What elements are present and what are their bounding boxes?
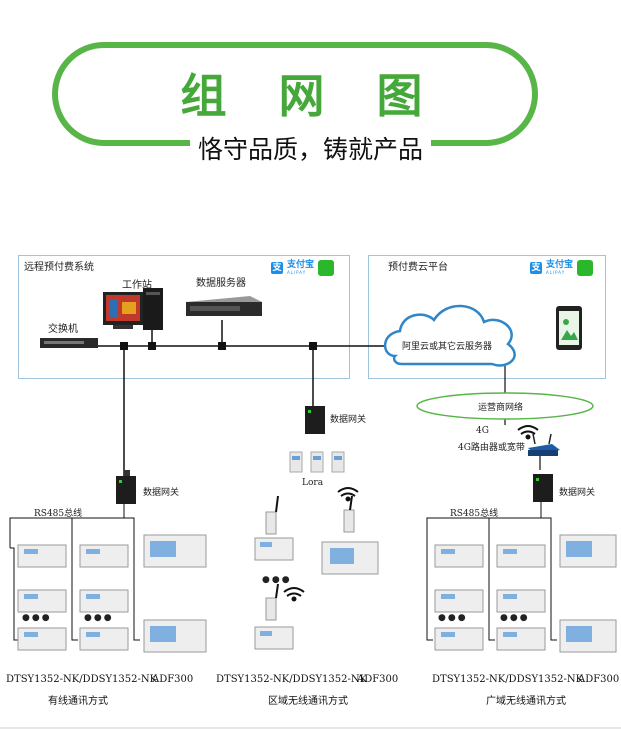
operator-network-label: 运营商网络 [478, 403, 524, 413]
din-meter [496, 544, 546, 568]
ellipsis-dots: ●●● [262, 575, 292, 585]
meter-models-label: DTSY1352-NK/DDSY1352-NK [432, 674, 584, 685]
cloud-platform-title: 预付费云平台 [388, 262, 448, 273]
wechat-icon [577, 260, 594, 276]
din-meter [254, 537, 294, 561]
operator-network-ellipse [416, 392, 594, 420]
gateway-label: 数据网关 [143, 488, 180, 498]
wifi-icon [337, 487, 359, 502]
meter-models-label: DTSY1352-NK/DDSY1352-NK [6, 674, 158, 685]
rs485-label: RS485总线 [34, 509, 83, 519]
ellipsis-dots: ●●● [500, 613, 530, 623]
lora-module [265, 583, 279, 621]
page-title: 组 网 图 [180, 69, 441, 123]
din-meter [17, 544, 67, 568]
wifi-icon [283, 587, 305, 602]
adf300-label: ADF300 [578, 674, 620, 685]
gateway-device [305, 406, 325, 434]
gateway-device [533, 474, 553, 502]
junction-node [148, 342, 156, 350]
db-server-label: 数据服务器 [196, 278, 246, 289]
router-4g-label: 4G [476, 426, 489, 436]
alipay-label: 支付宝 [287, 260, 315, 270]
subtitle-text: 恪守品质，铸就产品 [189, 135, 431, 164]
ellipsis-dots: ●●● [84, 613, 114, 623]
switch-label: 交换机 [48, 324, 78, 335]
din-meter [496, 589, 546, 613]
adf300-label: ADF300 [152, 674, 194, 685]
din-meter [434, 544, 484, 568]
lora-meter [310, 451, 324, 473]
din-meter [17, 627, 67, 651]
ellipsis-dots: ●●● [438, 613, 468, 623]
rs485-label: RS485总线 [450, 509, 499, 519]
router-4g-desc: 4G路由器或宽带 [458, 443, 525, 453]
wan-wireless-mode-label: 广域无线通讯方式 [486, 696, 566, 707]
lora-label: Lora [302, 478, 324, 488]
alipay-icon: 支 [271, 262, 283, 274]
wifi-icon [517, 425, 539, 440]
junction-node [309, 342, 317, 350]
din-meter [496, 627, 546, 651]
din-meter [17, 589, 67, 613]
database-server-device [186, 296, 262, 316]
lora-meter [289, 451, 303, 473]
cloud-label: 阿里云或其它云服务器 [402, 342, 493, 352]
alipay-en-label: ALIPAY [287, 270, 307, 275]
remote-prepay-title: 远程预付费系统 [24, 262, 94, 273]
page-subtitle: 恪守品质，铸就产品 [0, 130, 621, 166]
din-meter [254, 626, 294, 650]
meter-models-label: DTSY1352-NK/DDSY1352-NK [216, 674, 368, 685]
switch-device [40, 338, 98, 348]
junction-node [120, 342, 128, 350]
remote-prepay-panel [18, 255, 350, 379]
ellipsis-dots: ●●● [22, 613, 52, 623]
wired-mode-label: 有线通讯方式 [48, 696, 108, 707]
din-meter [434, 589, 484, 613]
din-meter [79, 544, 129, 568]
gateway-label: 数据网关 [330, 415, 367, 425]
alipay-en-label: ALIPAY [546, 270, 566, 275]
junction-node [218, 342, 226, 350]
lora-module [265, 495, 279, 535]
lora-module [343, 495, 355, 533]
lora-meter [331, 451, 345, 473]
local-wireless-mode-label: 区域无线通讯方式 [268, 696, 348, 707]
gateway-label: 数据网关 [559, 488, 596, 498]
cloud-shape [383, 304, 516, 367]
alipay-label: 支付宝 [546, 260, 574, 270]
workstation-device [103, 288, 163, 330]
workstation-label: 工作站 [122, 280, 152, 291]
adf300-label: ADF300 [357, 674, 399, 685]
din-meter [79, 589, 129, 613]
din-meter [434, 627, 484, 651]
tablet-device [556, 306, 582, 350]
gateway-device [116, 470, 136, 504]
wechat-icon [318, 260, 335, 276]
din-meter [79, 627, 129, 651]
router-4g-device [528, 433, 560, 456]
alipay-icon: 支 [530, 262, 542, 274]
